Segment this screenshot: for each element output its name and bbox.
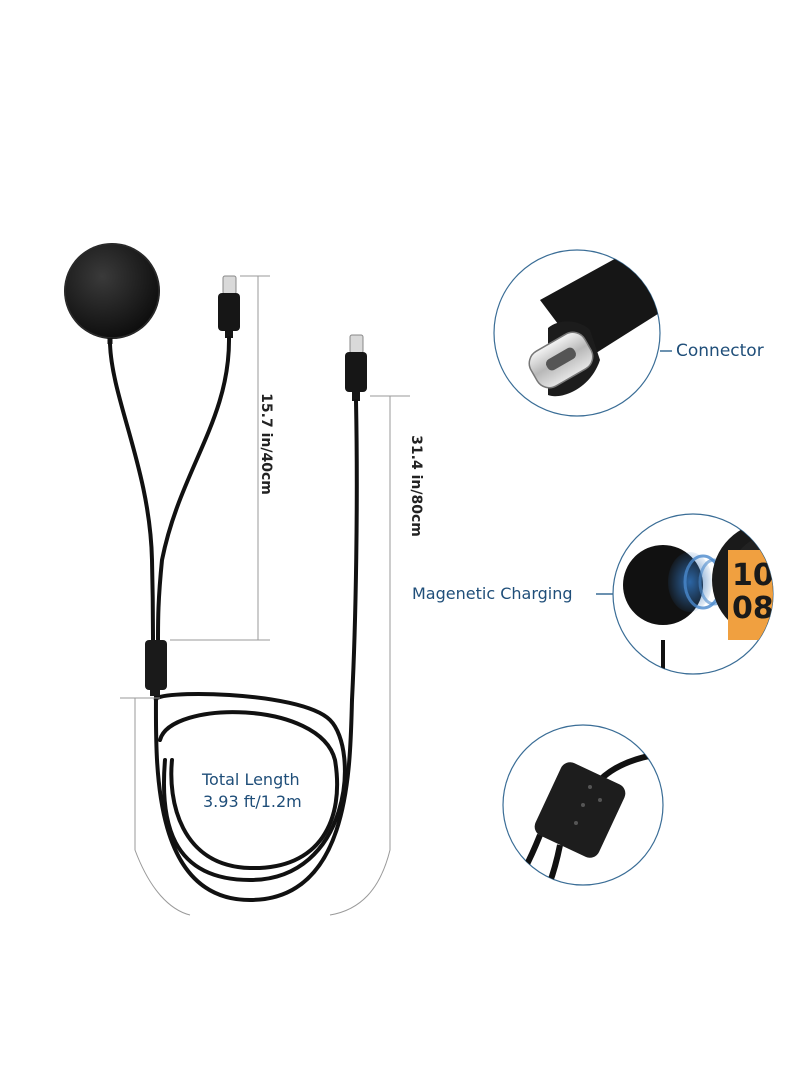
magnetic-charging-label: Magenetic Charging [412, 584, 573, 603]
callout-splitter-detail [502, 724, 664, 886]
charging-pad [64, 243, 160, 344]
callout-connector [493, 249, 672, 417]
dimension-label-short: 15.7 in/40cm [257, 393, 274, 495]
usb-c-connector-short [218, 275, 240, 338]
callout-magnetic-charging: 10 08 [596, 513, 774, 675]
watch-digits-minutes: 08 [732, 591, 774, 626]
connector-label: Connector [676, 341, 764, 361]
dimension-lines [120, 275, 410, 916]
total-length-value: 3.93 ft/1.2m [203, 792, 302, 811]
dimension-label-long: 31.4 in/80cm [407, 435, 424, 537]
watch-digits-hours: 10 [732, 558, 774, 593]
cable [108, 336, 359, 903]
cable-splitter [145, 640, 167, 696]
total-length-label: Total Length [202, 770, 300, 789]
usb-c-connector-long [345, 334, 367, 401]
